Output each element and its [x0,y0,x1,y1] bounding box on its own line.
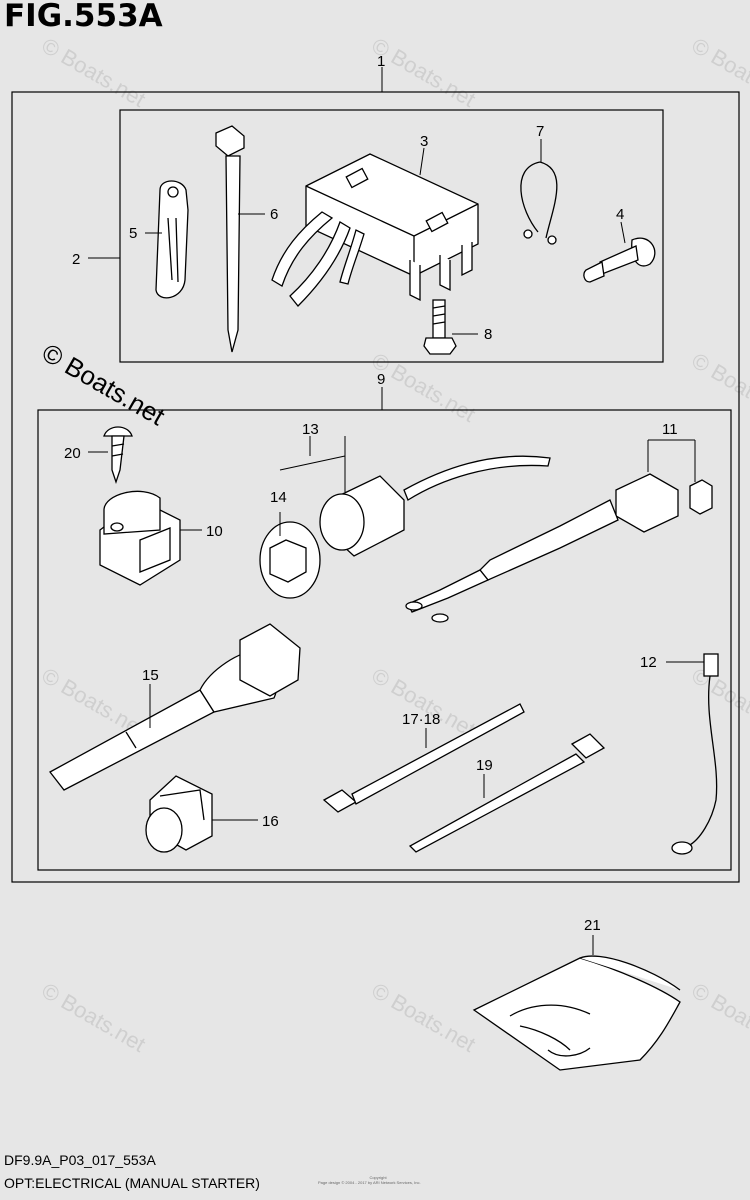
callout-7: 7 [536,123,544,140]
copyright-notice: Copyright Page design © 2004 - 2017 by A… [318,1175,438,1185]
watermark: © Boats.net [688,978,750,1057]
callout-21: 21 [584,917,601,934]
callout-layer: 1 2 3 4 5 6 7 8 9 10 11 12 13 14 15 16 1… [64,53,678,934]
cable-clamp-icon [99,490,181,586]
copyright-line: Page design © 2004 - 2017 by ARI Network… [318,1180,421,1185]
watermark: © Boats.net [38,978,150,1057]
callout-4: 4 [616,206,624,223]
cable-tie-icon [215,125,245,353]
watermark: © Boats.net [368,978,480,1057]
callout-12: 12 [640,654,657,671]
protector-icon [49,623,301,791]
outer-kit-frame [11,91,740,883]
rectifier-regulator-icon [271,153,479,307]
callout-14: 14 [270,489,287,506]
figure-description: OPT:ELECTRICAL (MANUAL STARTER) [4,1175,260,1191]
callout-2: 2 [72,251,80,268]
watermark: © Boats.net [368,33,480,112]
callout-9: 9 [377,371,385,388]
callout-15: 15 [142,667,159,684]
callout-10: 10 [206,523,223,540]
parts-bag-icon [472,955,681,1071]
watermark: © Boats.net [38,33,150,112]
cable-tie-icon [322,703,525,813]
callout-8: 8 [484,326,492,343]
screw-icon [103,426,133,485]
copyright-line: Copyright [369,1175,387,1180]
callout-5: 5 [129,225,137,242]
ground-wire-icon [671,653,719,855]
figure-code: DF9.9A_P03_017_553A [4,1152,156,1168]
terminal-bolt-icon [583,237,656,283]
upper-subkit-frame [119,109,664,363]
bolt-icon [423,299,457,355]
wire-clip-icon [520,161,558,245]
callout-11: 11 [662,421,678,438]
wiring-harness-icon [405,473,713,623]
callout-6: 6 [270,206,278,223]
watermark: © Boats.net [368,663,480,742]
watermark: © Boats.net [688,33,750,112]
watermark: © Boats.net [688,348,750,427]
cable-grommet-icon [155,180,189,299]
callout-17-18: 17·18 [402,711,440,728]
callout-20: 20 [64,445,81,462]
lower-subkit-frame [37,409,732,871]
callout-1: 1 [377,53,385,70]
callout-13: 13 [302,421,319,438]
cable-tie-icon [408,733,606,853]
boot-icon [145,775,213,853]
watermark: © Boats.net [688,663,750,742]
callout-16: 16 [262,813,279,830]
callout-19: 19 [476,757,493,774]
coupler-icon [259,455,551,599]
figure-title: FIG.553A [4,0,163,34]
watermark-prominent: © Boats.net [37,337,171,431]
callout-3: 3 [420,133,428,150]
